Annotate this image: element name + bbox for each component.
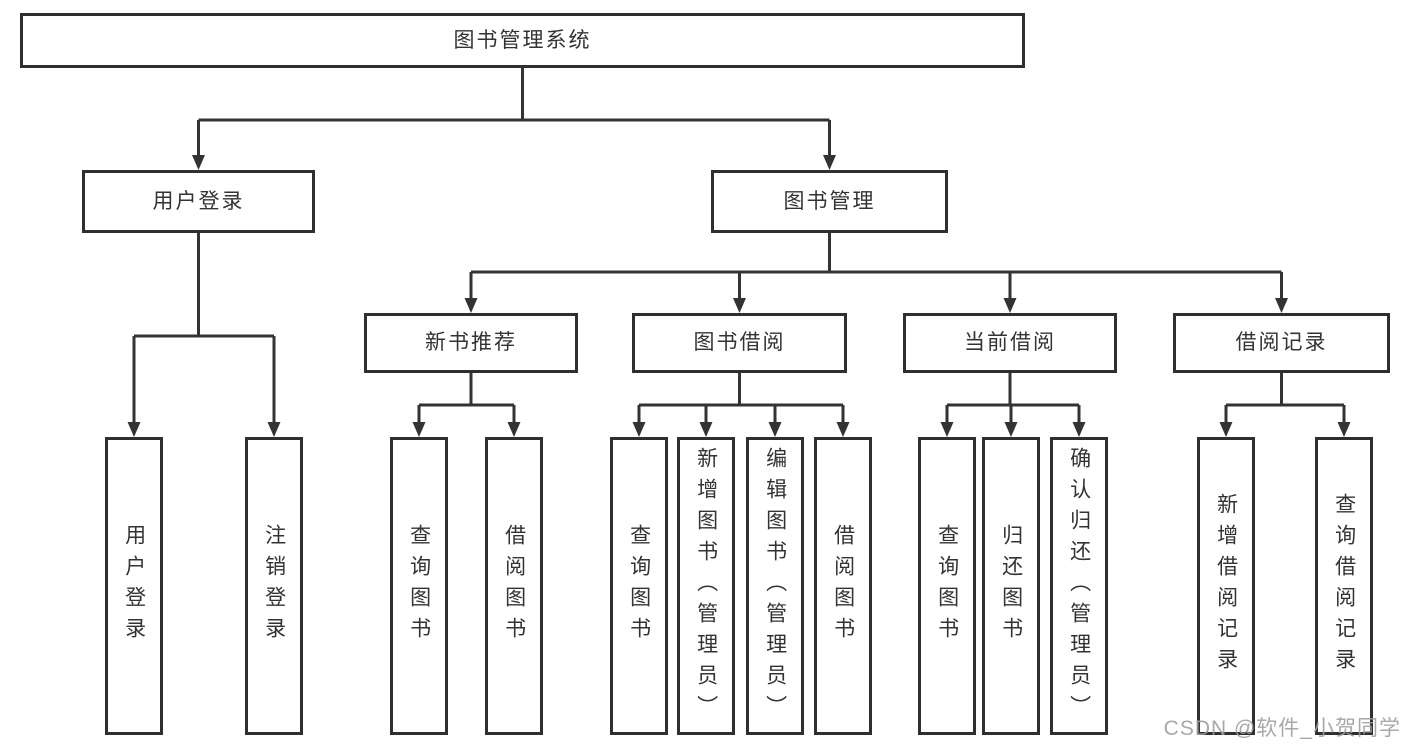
leaf-query-borrow-record: 查询借阅记录 — [1315, 437, 1373, 735]
leaf-borrow-books-recommend: 借阅图书 — [485, 437, 543, 735]
connector-records-to-leaves — [1219, 373, 1351, 437]
leaf-user-login: 用户登录 — [105, 437, 163, 735]
leaf-borrow-book: 借阅图书 — [814, 437, 872, 735]
node-book-management: 图书管理 — [711, 170, 948, 233]
csdn-watermark: CSDN @软件_小贺同学 — [1163, 717, 1401, 740]
leaf-query-books-recommend: 查询图书 — [390, 437, 448, 735]
node-new-book-recommend: 新书推荐 — [364, 313, 578, 373]
node-borrow-records: 借阅记录 — [1173, 313, 1390, 373]
connector-recommend-to-leaves — [412, 373, 521, 437]
connector-login-to-leaves — [127, 233, 281, 437]
connector-root-to-level2 — [192, 68, 836, 170]
node-root-system: 图书管理系统 — [20, 13, 1025, 68]
connector-current-to-leaves — [940, 373, 1086, 437]
leaf-query-books-current: 查询图书 — [918, 437, 976, 735]
connector-borrow-to-leaves — [632, 373, 850, 437]
leaf-add-borrow-record: 新增借阅记录 — [1197, 437, 1255, 735]
node-current-borrow: 当前借阅 — [903, 313, 1117, 373]
leaf-logout: 注销登录 — [245, 437, 303, 735]
leaf-edit-book-admin: 编辑图书（管理员） — [746, 437, 804, 735]
node-book-borrow: 图书借阅 — [632, 313, 847, 373]
leaf-return-book: 归还图书 — [982, 437, 1040, 735]
connector-manage-to-level3 — [464, 233, 1288, 313]
leaf-query-books-borrow: 查询图书 — [610, 437, 668, 735]
leaf-confirm-return-admin: 确认归还（管理员） — [1050, 437, 1108, 735]
leaf-add-book-admin: 新增图书（管理员） — [677, 437, 735, 735]
node-user-login: 用户登录 — [82, 170, 315, 233]
